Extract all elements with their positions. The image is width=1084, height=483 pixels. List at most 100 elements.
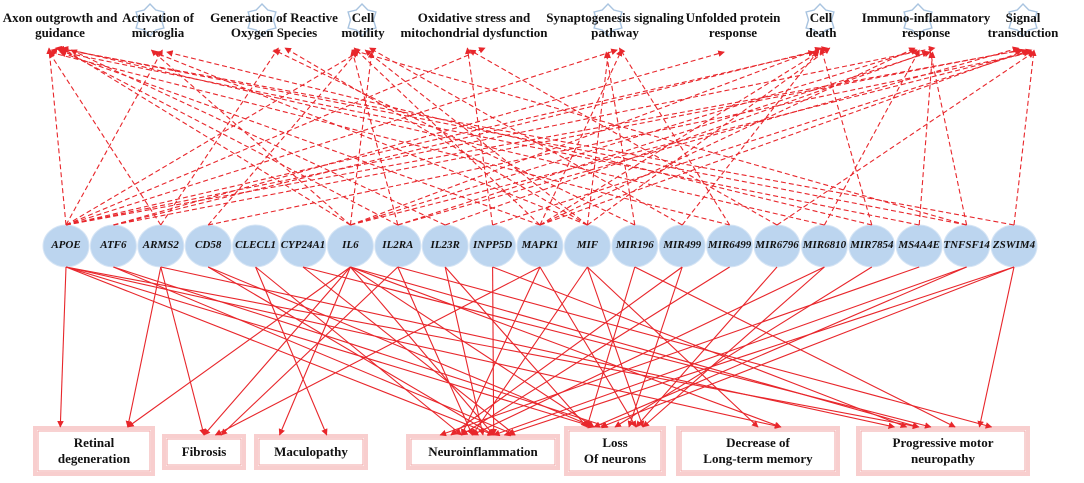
process-label-p4: Cell motility xyxy=(341,10,385,40)
gene-label-cd58: CD58 xyxy=(195,239,222,251)
outcome-inner-border-o6 xyxy=(680,430,836,472)
edge-mir6810-to-o4 xyxy=(471,266,825,436)
edge-mir7854-to-o5 xyxy=(614,266,873,428)
edge-il6-to-o3 xyxy=(278,266,351,436)
edge-il6-to-p4 xyxy=(349,51,375,226)
gene-label-mir196: MIR196 xyxy=(615,239,654,251)
outcome-box-o4 xyxy=(406,434,560,470)
gene-label-cyp24a1: CYP24A1 xyxy=(280,239,326,251)
edge-mir6810-to-o5 xyxy=(642,266,825,428)
outcome-box-o3 xyxy=(254,434,368,470)
process-icon-p8 xyxy=(805,2,835,38)
outcome-inner-border-o7 xyxy=(860,430,1026,472)
gene-label-il2ra: IL2RA xyxy=(382,239,414,251)
process-label-p8: Cell death xyxy=(805,10,837,40)
edge-il6-to-o5 xyxy=(350,266,595,428)
gene-label-arms2: ARMS2 xyxy=(142,239,179,251)
edge-ms4a4e-to-o4 xyxy=(439,266,920,437)
edge-mapk1-to-o2 xyxy=(214,266,541,436)
edge-mir196-to-p6 xyxy=(603,51,636,226)
edge-mir6499-to-p6 xyxy=(618,47,731,226)
gene-label-zswim4: ZSWIM4 xyxy=(992,239,1036,251)
edge-inpp5d-to-p10 xyxy=(492,48,1033,226)
edge-mapk1-to-p1 xyxy=(59,50,541,226)
edge-tnfsf14-to-p1 xyxy=(57,45,967,226)
edge-mif-to-o5 xyxy=(586,266,645,428)
edge-cd58-to-o4 xyxy=(207,266,495,436)
edge-mir499-to-p4 xyxy=(369,47,683,226)
edge-atf6-to-p10 xyxy=(113,47,1022,226)
outcome-inner-border-o5 xyxy=(568,430,662,472)
edge-tnfsf14-to-o4 xyxy=(493,266,967,437)
process-icon-p9 xyxy=(903,2,933,38)
process-label-p9: Immuno-inflammatory response xyxy=(861,10,991,40)
edge-atf6-to-p8 xyxy=(113,46,829,226)
edge-apoe-to-o6 xyxy=(65,266,782,429)
process-label-p7: Unfolded protein response xyxy=(685,10,781,40)
edge-arms2-to-o2 xyxy=(160,266,206,436)
edge-mir196-to-o5 xyxy=(585,266,636,428)
gene-label-clecl1: CLECL1 xyxy=(235,239,277,251)
edge-il2ra-to-p1 xyxy=(57,47,399,226)
process-icon-p4 xyxy=(347,2,377,38)
gene-label-il23r: IL23R xyxy=(430,239,460,251)
edge-mapk1-to-p8 xyxy=(539,51,820,226)
edge-mir499-to-o4 xyxy=(450,266,683,436)
gene-label-ms4a4e: MS4A4E xyxy=(898,239,940,251)
edge-inpp5d-to-o7 xyxy=(492,266,908,428)
edge-il2ra-to-p4 xyxy=(350,49,399,226)
gene-label-inpp5d: INPP5D xyxy=(473,239,513,251)
edge-mir6796-to-o5 xyxy=(635,266,778,428)
gene-label-mir6810: MIR6810 xyxy=(802,239,847,251)
edge-apoe-to-p1 xyxy=(46,47,67,226)
edge-mir6796-to-p10 xyxy=(776,51,1035,226)
edge-zswim4-to-o7 xyxy=(977,266,1015,428)
edge-arms2-to-p3 xyxy=(160,47,279,226)
edge-mapk1-to-p4 xyxy=(353,47,541,226)
edge-inpp5d-to-o4 xyxy=(490,266,497,436)
edge-il6-to-o1 xyxy=(127,266,351,428)
edge-atf6-to-o4 xyxy=(113,266,516,436)
edge-tnfsf14-to-o5 xyxy=(593,266,967,428)
gene-label-mir499: MIR499 xyxy=(663,239,702,251)
edge-apoe-to-p4 xyxy=(65,51,360,226)
process-label-p6: Synaptogenesis signaling pathway xyxy=(546,10,684,40)
edge-mif-to-p6 xyxy=(586,51,611,226)
outcome-inner-border-o2 xyxy=(166,438,242,466)
edge-apoe-to-o4 xyxy=(65,266,495,436)
outcome-inner-border-o3 xyxy=(258,438,364,466)
process-label-p2: Activation of microglia xyxy=(122,10,194,40)
edge-cd58-to-p4 xyxy=(207,49,360,226)
edge-il23r-to-o5 xyxy=(444,266,588,428)
outcome-box-o1 xyxy=(33,426,155,476)
outcome-box-o6 xyxy=(676,426,840,476)
edge-il2ra-to-o4 xyxy=(397,266,473,436)
edge-zswim4-to-p10 xyxy=(1013,49,1037,226)
edge-apoe-to-p10 xyxy=(65,47,1024,226)
outcome-label-o1: Retinal degeneration xyxy=(57,435,131,466)
outcome-box-o5 xyxy=(564,426,666,476)
edge-atf6-to-o5 xyxy=(113,266,609,429)
gene-label-mapk1: MAPK1 xyxy=(521,239,559,251)
edge-mir6499-to-p1 xyxy=(48,50,730,226)
gene-label-atf6: ATF6 xyxy=(100,239,127,251)
process-label-p3: Generation of Reactive Oxygen Species xyxy=(210,10,338,40)
edge-mir7854-to-p2 xyxy=(166,50,872,226)
edge-il6-to-p10 xyxy=(350,50,1031,226)
edge-mapk1-to-o4 xyxy=(461,266,541,436)
outcome-label-o4: Neuroinflammation xyxy=(428,444,538,459)
edge-mir7854-to-p8 xyxy=(819,47,873,226)
edge-zswim4-to-o5 xyxy=(600,266,1015,428)
outcome-label-o7: Progressive motor neuropathy xyxy=(892,435,994,466)
edge-arms2-to-o1 xyxy=(125,266,162,428)
edge-ms4a4e-to-p9 xyxy=(918,51,936,226)
edge-il6-to-o7 xyxy=(350,266,920,429)
outcome-label-o3: Maculopathy xyxy=(274,444,348,459)
edge-apoe-to-o7 xyxy=(65,266,920,430)
edge-il6-to-o2 xyxy=(203,266,351,436)
edge-il2ra-to-p10 xyxy=(397,46,1020,226)
edge-ms4a4e-to-p1 xyxy=(50,47,920,226)
edge-il23r-to-p1 xyxy=(70,49,446,226)
outcome-label-o2: Fibrosis xyxy=(181,444,227,459)
edge-mir196-to-o7 xyxy=(634,266,956,428)
